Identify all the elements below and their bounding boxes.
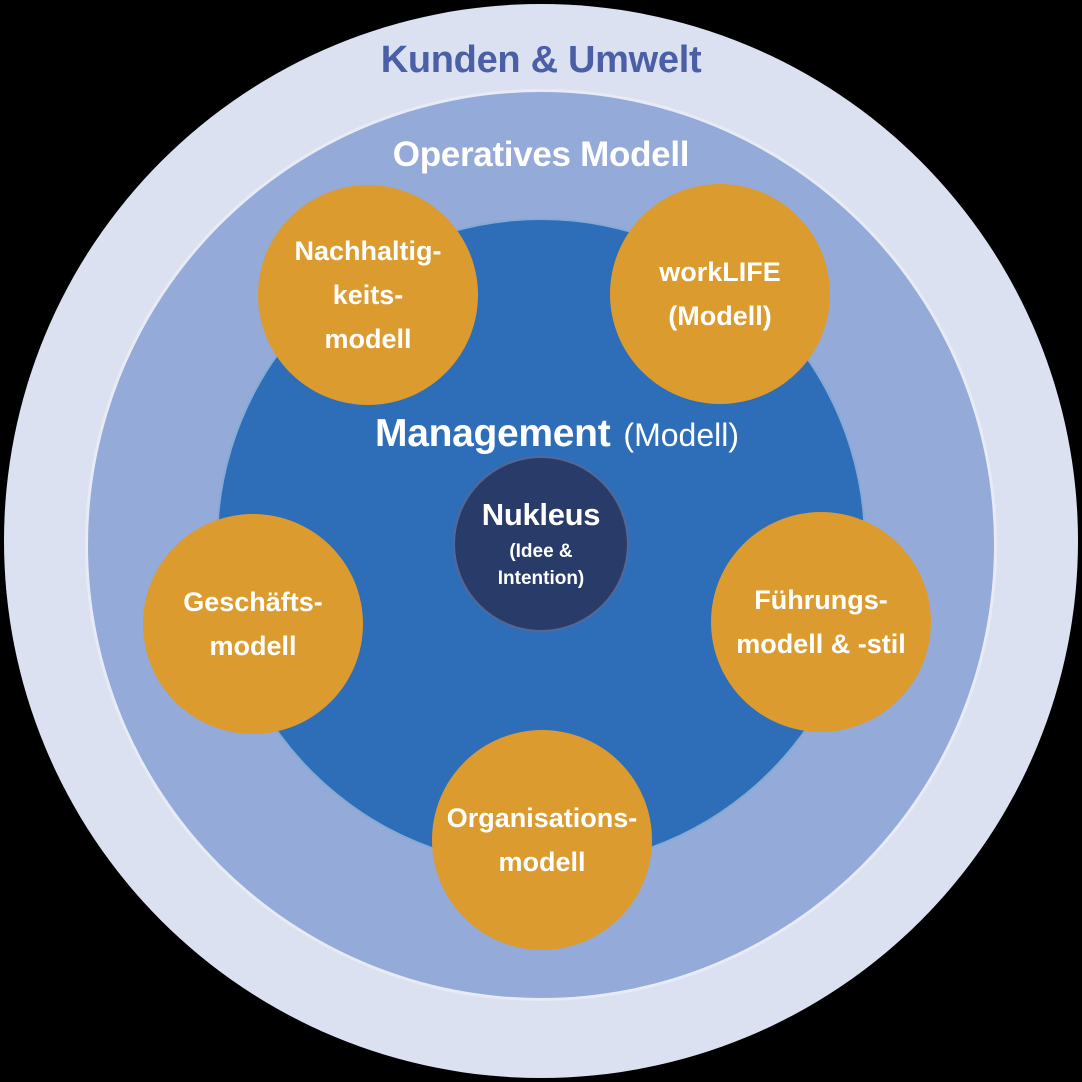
management-modell-label: Management (Modell) (16, 412, 1082, 456)
satellite-label-line: Organisations- (446, 803, 638, 833)
satellite-label-line: modell (209, 631, 297, 661)
satellite-label-line: modell & -stil (736, 629, 906, 659)
satellite-label-line: modell (498, 847, 586, 877)
nukleus-subtitle-line1: (Idee & (509, 540, 573, 562)
satellite-label-line: keits- (332, 280, 404, 310)
satellite-label-line: (Modell) (668, 301, 772, 331)
satellite-label-line: modell (324, 324, 412, 354)
satellite-label-line: workLIFE (659, 257, 781, 287)
nukleus-subtitle-line2: Intention) (497, 567, 585, 589)
satellite-fuehrungsmodell-stil: Führungs- modell & -stil (711, 512, 931, 732)
kunden-umwelt-label: Kunden & Umwelt (380, 39, 702, 81)
satellite-label-line: Geschäfts- (183, 587, 323, 617)
nukleus-title: Nukleus (481, 496, 601, 532)
management-label-suffix: (Modell) (623, 417, 739, 453)
satellite-organisationsmodell: Organisations- modell (432, 730, 652, 950)
circle-nukleus: Nukleus (Idee & Intention) (453, 456, 629, 632)
satellite-geschaeftsmodell: Geschäfts- modell (143, 514, 363, 734)
operatives-modell-label: Operatives Modell (392, 135, 690, 174)
satellite-label-line: Nachhaltig- (294, 236, 442, 266)
satellite-nachhaltigkeitsmodell: Nachhaltig- keits- modell (258, 185, 478, 405)
satellite-worklife-modell: workLIFE (Modell) (610, 184, 830, 404)
management-label-bold: Management (375, 412, 611, 455)
satellite-label-line: Führungs- (754, 585, 888, 615)
